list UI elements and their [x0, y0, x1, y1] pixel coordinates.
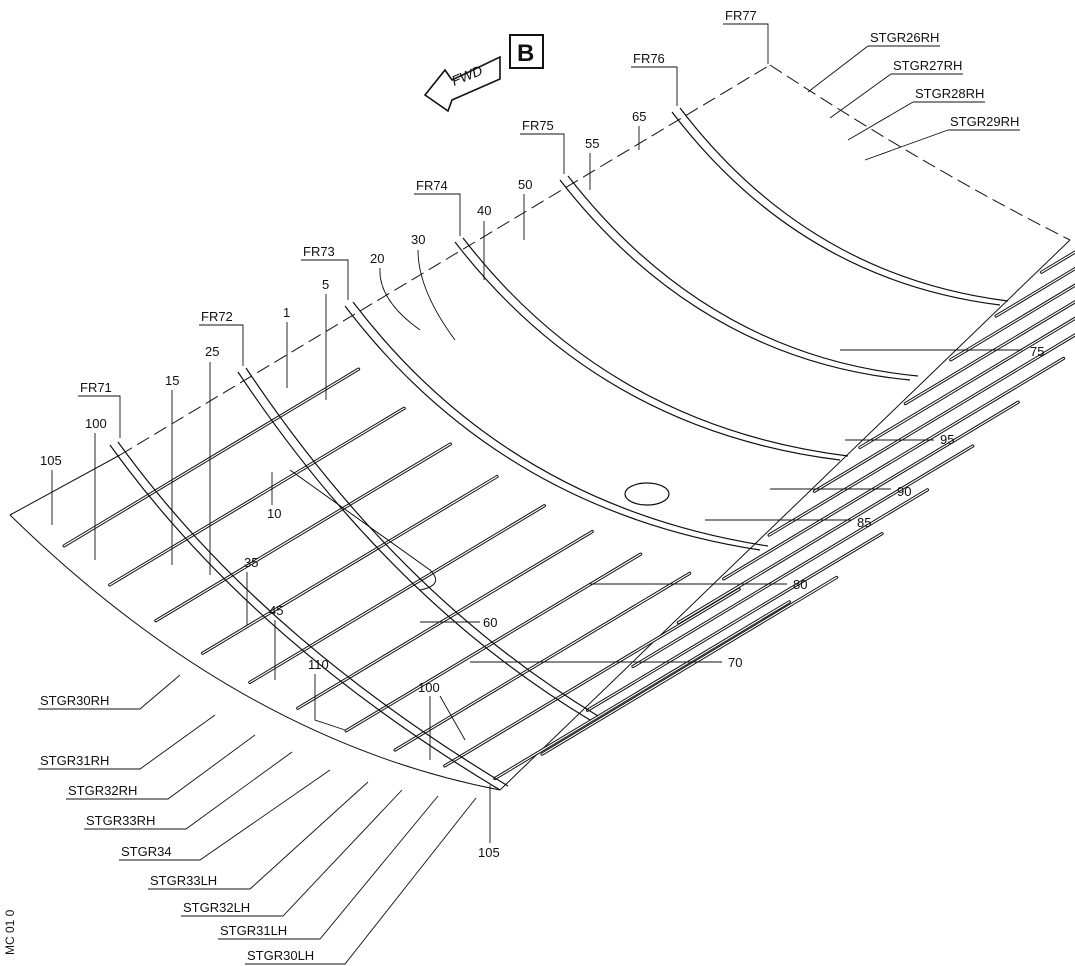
side-reference: MC 01 0 — [3, 909, 17, 955]
label-fr77: FR77 — [725, 8, 757, 23]
skin-outline — [9, 64, 1071, 791]
callout-30: 30 — [411, 232, 425, 247]
callout-105-bottom: 105 — [478, 845, 500, 860]
stringer-highlight — [813, 334, 1075, 492]
callout-70: 70 — [728, 655, 742, 670]
callout-1: 1 — [283, 305, 290, 320]
access-hole — [624, 482, 670, 506]
stringer-highlight — [201, 475, 498, 654]
callout-40: 40 — [477, 203, 491, 218]
stringer-highlight — [541, 576, 838, 755]
label-stgr33lh: STGR33LH — [150, 873, 217, 888]
stringer-highlight — [859, 317, 1075, 449]
stringer-segment — [858, 316, 1075, 450]
stringer-highlight — [632, 489, 928, 668]
stringer-segment — [903, 299, 1075, 406]
callout-35: 35 — [244, 555, 258, 570]
callout-65: 65 — [632, 109, 646, 124]
fwd-arrow-marker: FWD — [423, 55, 501, 113]
callout-110: 110 — [308, 657, 329, 672]
label-stgr31rh: STGR31RH — [40, 753, 109, 768]
stringer-highlight — [950, 284, 1075, 361]
stringer-highlight — [904, 301, 1075, 405]
stringer-highlight — [109, 407, 405, 586]
stringer-segment — [994, 266, 1075, 318]
stringer-highlight — [586, 533, 883, 711]
stringer-highlight — [63, 368, 360, 547]
label-fr75: FR75 — [522, 118, 554, 133]
callout-85: 85 — [857, 515, 871, 530]
callout-45: 45 — [269, 603, 283, 618]
frame-fr75 — [559, 179, 911, 381]
cutout-edge — [289, 469, 437, 591]
callout-20: 20 — [370, 251, 384, 266]
frame-set — [109, 107, 1009, 791]
label-stgr29rh: STGR29RH — [950, 114, 1019, 129]
frame-fr71 — [109, 444, 501, 791]
label-stgr32rh: STGR32RH — [68, 783, 137, 798]
callout-80: 80 — [793, 577, 807, 592]
frame-fr76 — [671, 111, 1001, 306]
label-fr71: FR71 — [80, 380, 112, 395]
label-stgr26rh: STGR26RH — [870, 30, 939, 45]
callout-90: 90 — [897, 484, 911, 499]
label-stgr32lh: STGR32LH — [183, 900, 250, 915]
frame-fr73 — [344, 305, 761, 551]
label-fr73: FR73 — [303, 244, 335, 259]
stringer-segment — [1039, 250, 1075, 274]
stringer-highlight — [995, 267, 1075, 317]
view-b-box: B — [509, 34, 544, 69]
callout-25: 25 — [205, 344, 219, 359]
label-fr76: FR76 — [633, 51, 665, 66]
stringer-highlight — [249, 505, 545, 684]
label-fr74: FR74 — [416, 178, 448, 193]
stringer-segment — [949, 283, 1075, 362]
stringer-highlight — [155, 443, 451, 622]
callout-105-left: 105 — [40, 453, 62, 468]
callout-100-left: 100 — [85, 416, 107, 431]
label-stgr27rh: STGR27RH — [893, 58, 962, 73]
callout-10: 10 — [267, 506, 281, 521]
stringer-highlight — [723, 401, 1019, 580]
callout-15: 15 — [165, 373, 179, 388]
label-fr72: FR72 — [201, 309, 233, 324]
frame-labels: FR71 FR72 FR73 FR74 FR75 FR76 FR77 — [78, 8, 769, 438]
stringer-set — [62, 250, 1075, 781]
stringer-labels-bottom: STGR30RH STGR31RH STGR32RH STGR33RH STGR… — [38, 674, 477, 965]
callout-55: 55 — [585, 136, 599, 151]
stringer-highlight — [444, 588, 740, 767]
callout-50: 50 — [518, 177, 532, 192]
label-stgr30rh: STGR30RH — [40, 693, 109, 708]
stringer-highlight — [768, 357, 1065, 536]
stringer-highlight — [1040, 251, 1075, 273]
label-stgr28rh: STGR28RH — [915, 86, 984, 101]
item-callouts: 1 5 10 15 20 25 30 35 40 45 50 55 60 65 … — [40, 109, 1044, 860]
stringer-highlight — [297, 530, 593, 709]
callout-100-bottom: 100 — [418, 680, 440, 695]
callout-60: 60 — [483, 615, 497, 630]
stringer-highlight — [677, 445, 974, 624]
view-letter: B — [517, 40, 534, 67]
label-stgr30lh: STGR30LH — [247, 948, 314, 963]
frame-fr72 — [237, 371, 591, 721]
callout-95: 95 — [940, 432, 954, 447]
callout-5: 5 — [322, 277, 329, 292]
label-stgr34: STGR34 — [121, 844, 172, 859]
frame-fr74 — [454, 241, 841, 461]
callout-75: 75 — [1030, 344, 1044, 359]
label-stgr31lh: STGR31LH — [220, 923, 287, 938]
stringer-labels-rh-top: STGR26RH STGR27RH STGR28RH STGR29RH — [807, 30, 1020, 161]
stringer-highlight — [494, 601, 790, 780]
label-stgr33rh: STGR33RH — [86, 813, 155, 828]
